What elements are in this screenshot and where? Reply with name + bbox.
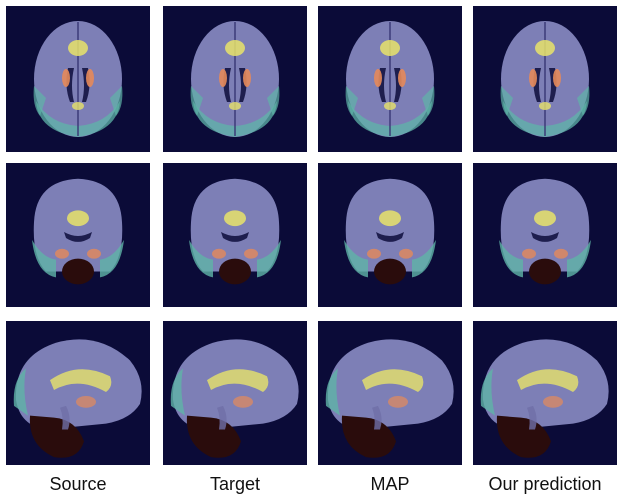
panel-target-coronal bbox=[163, 163, 307, 307]
panel-source-sagittal bbox=[6, 321, 150, 465]
panel-map-axial bbox=[318, 6, 462, 152]
panel-map-coronal bbox=[318, 163, 462, 307]
brain-slice-image bbox=[190, 21, 280, 137]
panel-prediction-coronal bbox=[473, 163, 617, 307]
column-label-target: Target bbox=[209, 474, 261, 494]
panel-map-sagittal bbox=[318, 321, 462, 465]
brain-slice-image bbox=[344, 178, 436, 285]
column-label-prediction: Our prediction bbox=[488, 474, 602, 494]
panel-source-axial bbox=[6, 6, 150, 152]
brain-slice-image bbox=[33, 21, 123, 137]
panel-prediction-axial bbox=[473, 6, 617, 152]
brain-slice-image bbox=[325, 339, 454, 458]
panel-source-coronal bbox=[6, 163, 150, 307]
panel-target-axial bbox=[163, 6, 307, 152]
panel-target-sagittal bbox=[163, 321, 307, 465]
panel-prediction-sagittal bbox=[473, 321, 617, 465]
brain-slice-image bbox=[499, 178, 591, 285]
brain-slice-image bbox=[500, 21, 590, 137]
brain-slice-image bbox=[13, 339, 142, 458]
column-label-source: Source bbox=[49, 474, 107, 494]
brain-slice-image bbox=[189, 178, 281, 285]
brain-slice-image bbox=[32, 178, 124, 285]
brain-slice-image bbox=[170, 339, 299, 458]
column-label-map: MAP bbox=[370, 474, 410, 494]
brain-slice-image bbox=[345, 21, 435, 137]
brain-slice-image bbox=[480, 339, 609, 458]
